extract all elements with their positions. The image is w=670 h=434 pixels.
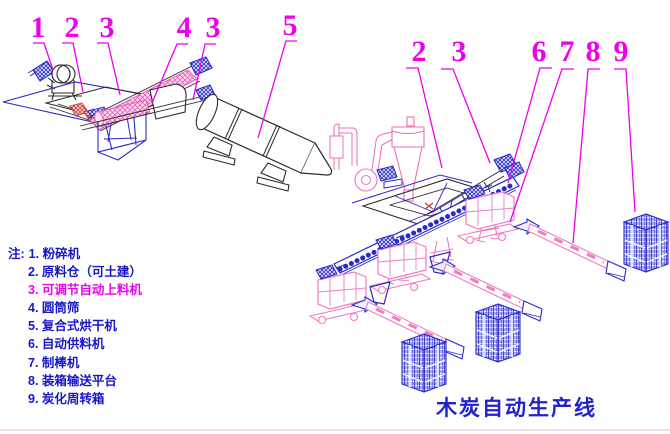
legend-row-2: 2. 原料仓（可土建） [8,263,178,281]
legend-row-8: 8. 装箱输送平台 [8,372,178,390]
legend-item-2: 2. 原料仓（可土建） [28,265,142,280]
callout-3-right: 3 [452,35,467,68]
callout-numbers: 1 2 3 4 3 5 2 3 6 7 8 9 [31,9,629,68]
legend-item-4: 4. 圆筒筛 [28,301,80,316]
leader-4 [151,43,188,104]
turnover-crate-3 [622,212,670,274]
leader-2-left [62,42,84,93]
leader-3b [192,43,216,101]
leader-1 [33,42,54,71]
legend-item-3: 3. 可调节自动上料机 [28,283,142,298]
legend-item-7: 7. 制棒机 [28,355,80,370]
legend-row-9: 9. 炭化周转箱 [8,390,178,408]
cyclone-separator [391,116,425,202]
callout-9: 9 [614,35,629,68]
callout-4: 4 [177,11,192,44]
fan-motor [376,165,398,182]
callout-3b: 3 [206,11,221,44]
dryer-piping [329,123,394,171]
legend-row-5: 5. 复合式烘干机 [8,317,178,335]
callout-2-left: 2 [65,11,80,44]
callout-3-left: 3 [100,11,115,44]
legend-row-7: 7. 制棒机 [8,354,178,372]
leader-3-right [441,68,491,164]
rod-machine-1 [309,264,371,325]
crusher-machine [27,60,82,101]
callout-8: 8 [586,35,601,68]
legend-item-1: 1. 粉碎机 [28,247,81,261]
feeder-motor [189,56,213,76]
callout-7: 7 [560,35,575,68]
boxing-platform-3 [512,217,628,283]
turnover-crate-1 [400,332,448,394]
page-title: 木炭自动生产线 [436,397,597,420]
leader-6 [507,67,552,184]
callout-5: 5 [283,9,298,42]
rotary-dryer [195,93,333,192]
leader-2-right [406,67,443,169]
leader-8 [572,68,600,244]
legend-item-6: 6. 自动供料机 [28,337,105,352]
legend-item-5: 5. 复合式烘干机 [28,319,117,334]
fan-blower [354,165,403,192]
discharge-chute-1 [369,281,391,305]
legend-prefix: 注: [8,247,25,261]
legend-item-9: 9. 炭化周转箱 [28,391,105,406]
leader-7 [509,68,574,223]
leader-3-left [97,42,121,96]
legend-row-3: 3. 可调节自动上料机 [8,281,178,299]
legend-row-1: 注: 1. 粉碎机 [8,245,178,263]
legend-item-8: 8. 装箱输送平台 [28,373,117,388]
callout-leader-lines [33,40,636,244]
legend-row-6: 6. 自动供料机 [8,335,178,353]
drum-sieve [94,83,187,161]
callout-1: 1 [31,11,46,44]
callout-2-right: 2 [412,35,427,68]
callout-6: 6 [532,35,547,68]
leader-5 [257,40,297,139]
turnover-crate-2 [474,302,522,364]
leader-9 [614,68,636,213]
legend-row-4: 4. 圆筒筛 [8,299,178,317]
page-bottom-edge [0,429,670,431]
legend: 注: 1. 粉碎机 2. 原料仓（可土建） 3. 可调节自动上料机 4. 圆筒筛… [8,245,178,408]
